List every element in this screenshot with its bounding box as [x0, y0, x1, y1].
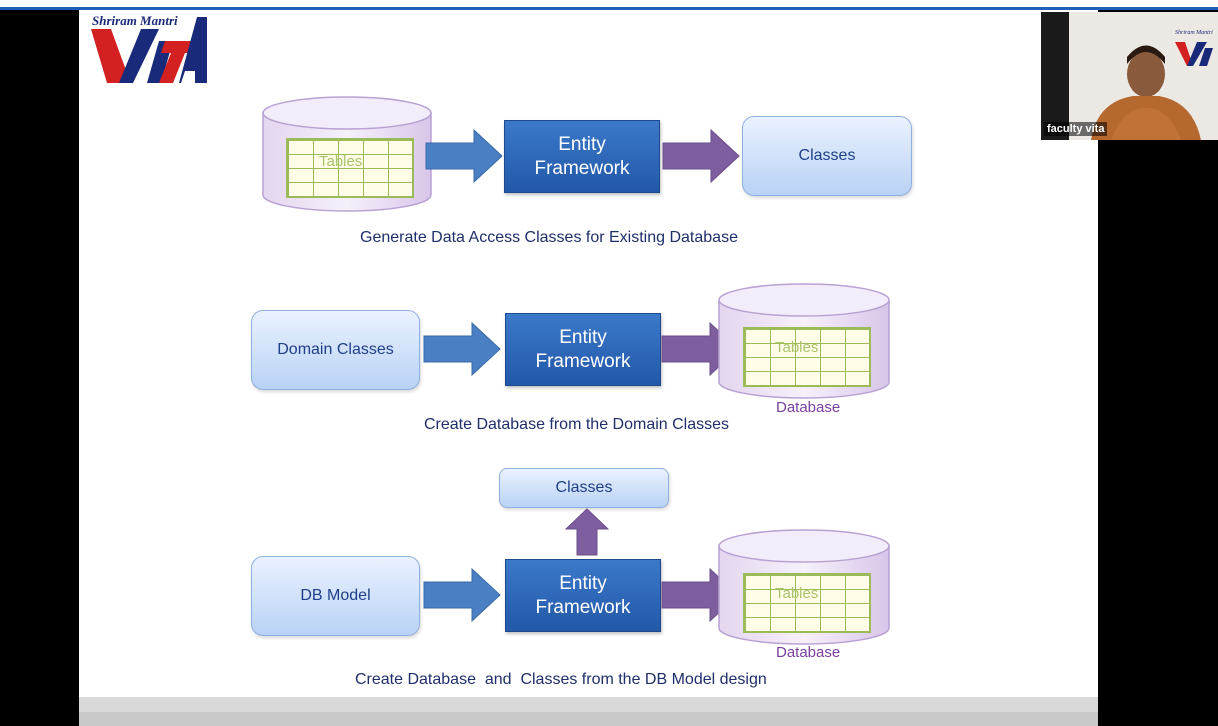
participant-name-label: faculty vita	[1044, 122, 1108, 136]
db-model-box: DB Model	[251, 556, 420, 636]
up-arrow-purple-icon	[564, 508, 610, 556]
vita-logo: Shriram Mantri	[89, 13, 214, 85]
logo-mark	[91, 17, 207, 83]
ef-line1: Entity	[558, 133, 606, 155]
right-arrow-icon	[423, 321, 501, 377]
window-top-edge	[0, 0, 1218, 10]
domain-classes-label: Domain Classes	[277, 341, 394, 358]
ef-line2: Framework	[535, 350, 631, 372]
tables-grid	[743, 327, 871, 387]
right-arrow-icon	[425, 128, 503, 184]
tables-label: Tables	[319, 153, 363, 170]
right-arrow-purple-icon	[662, 128, 740, 184]
ef-line2: Framework	[534, 157, 630, 179]
tables-label: Tables	[775, 339, 819, 356]
logo-brand-text: Shriram Mantri	[92, 13, 178, 28]
diagram2-caption: Create Database from the Domain Classes	[424, 416, 730, 433]
participant-video-tile[interactable]: Shriram Mantri faculty vita	[1041, 12, 1218, 140]
participant-video-frame: Shriram Mantri	[1041, 12, 1218, 140]
ef-line1: Entity	[559, 572, 607, 594]
tables-label: Tables	[775, 585, 819, 602]
window-accent-bar	[0, 7, 1218, 10]
meeting-controls-strip	[79, 712, 1098, 726]
domain-classes-box: Domain Classes	[251, 310, 420, 390]
classes-top-box: Classes	[499, 468, 669, 508]
classes-top-label: Classes	[555, 479, 613, 496]
diagram3-caption: Create Database and Classes from the DB …	[355, 671, 767, 688]
classes-output-label: Classes	[798, 147, 856, 164]
database-label: Database	[776, 399, 841, 416]
diagram1-caption: Generate Data Access Classes for Existin…	[360, 229, 738, 246]
ef-line1: Entity	[559, 326, 607, 348]
db-model-label: DB Model	[300, 587, 371, 604]
svg-text:Shriram Mantri: Shriram Mantri	[1175, 30, 1213, 36]
right-arrow-icon	[423, 567, 501, 623]
classes-output-box: Classes	[742, 116, 912, 196]
tables-grid	[743, 573, 871, 633]
ef-line2: Framework	[535, 596, 631, 618]
database-label: Database	[776, 644, 841, 661]
tables-grid	[286, 138, 414, 198]
